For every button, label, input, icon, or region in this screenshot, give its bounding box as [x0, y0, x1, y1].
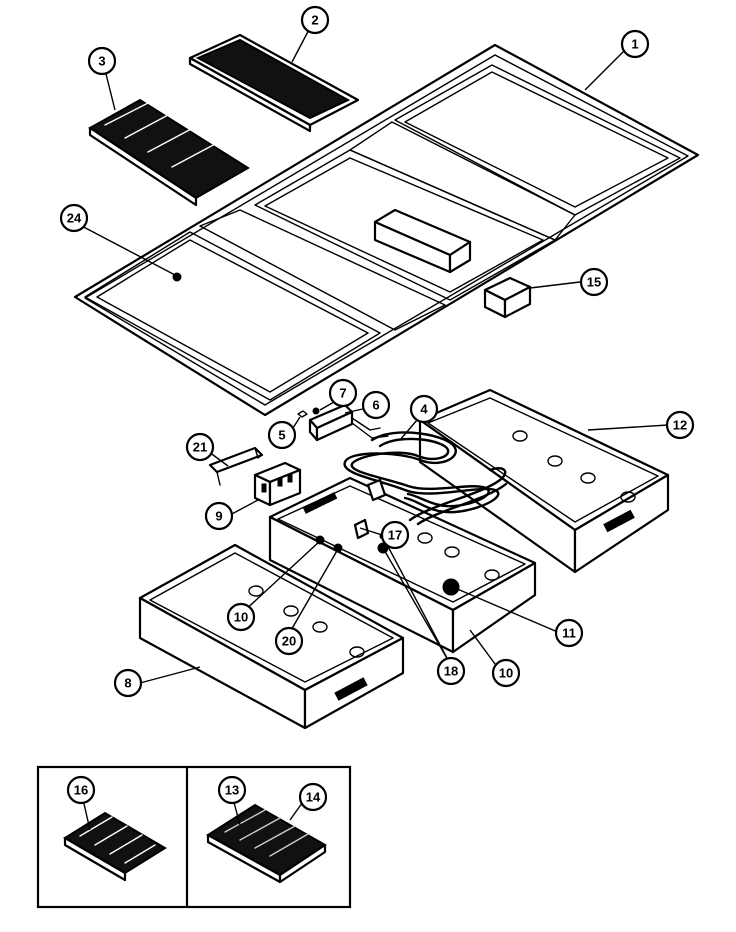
callout-24: 24 — [59, 203, 89, 233]
callout-11: 11 — [554, 618, 584, 648]
svg-text:24: 24 — [67, 211, 82, 226]
svg-text:11: 11 — [562, 626, 576, 641]
callout-7: 7 — [328, 378, 358, 408]
svg-text:7: 7 — [339, 386, 346, 401]
svg-text:14: 14 — [306, 790, 321, 805]
grille-2 — [188, 33, 360, 133]
callout-8: 8 — [113, 668, 143, 698]
svg-text:1: 1 — [631, 37, 638, 52]
callout-14: 14 — [298, 782, 328, 812]
callout-12: 12 — [665, 410, 695, 440]
grill-plate-13-14 — [206, 803, 327, 884]
svg-text:2: 2 — [311, 13, 318, 28]
svg-text:17: 17 — [388, 528, 402, 543]
svg-text:13: 13 — [225, 783, 239, 798]
svg-text:16: 16 — [74, 783, 88, 798]
screw-7 — [312, 407, 320, 415]
svg-text:5: 5 — [278, 428, 285, 443]
callout-1: 1 — [620, 29, 650, 59]
callout-10-right: 10 — [491, 658, 521, 688]
callout-2: 2 — [300, 5, 330, 35]
receptacle-9 — [253, 461, 302, 507]
callout-4: 4 — [409, 394, 439, 424]
callout-20: 20 — [274, 626, 304, 656]
callout-5: 5 — [267, 420, 297, 450]
svg-text:12: 12 — [673, 418, 687, 433]
bracket-21 — [208, 446, 264, 486]
heating-element-4 — [343, 431, 508, 526]
drip-pan-8 — [138, 543, 405, 730]
callout-15: 15 — [579, 267, 609, 297]
terminal-block-6 — [297, 403, 389, 442]
svg-text:10: 10 — [499, 666, 513, 681]
clip-5 — [297, 410, 308, 418]
svg-text:15: 15 — [587, 275, 601, 290]
cooktop-frame — [73, 43, 700, 417]
svg-text:4: 4 — [420, 402, 428, 417]
grate-3 — [88, 98, 250, 207]
svg-text:8: 8 — [124, 676, 131, 691]
terminal-box-15 — [483, 276, 532, 319]
callout-18: 18 — [436, 656, 466, 686]
callout-17: 17 — [380, 520, 410, 550]
svg-text:9: 9 — [215, 509, 222, 524]
svg-text:21: 21 — [193, 440, 207, 455]
svg-text:20: 20 — [282, 634, 296, 649]
callout-10-left: 10 — [226, 602, 256, 632]
callout-16: 16 — [66, 775, 96, 805]
svg-text:6: 6 — [372, 398, 379, 413]
svg-text:18: 18 — [444, 664, 458, 679]
callout-21: 21 — [185, 432, 215, 462]
callout-6: 6 — [361, 390, 391, 420]
callout-9: 9 — [204, 501, 234, 531]
svg-text:10: 10 — [234, 610, 248, 625]
svg-text:3: 3 — [98, 54, 105, 69]
callout-3: 3 — [87, 46, 117, 76]
callout-13: 13 — [217, 775, 247, 805]
